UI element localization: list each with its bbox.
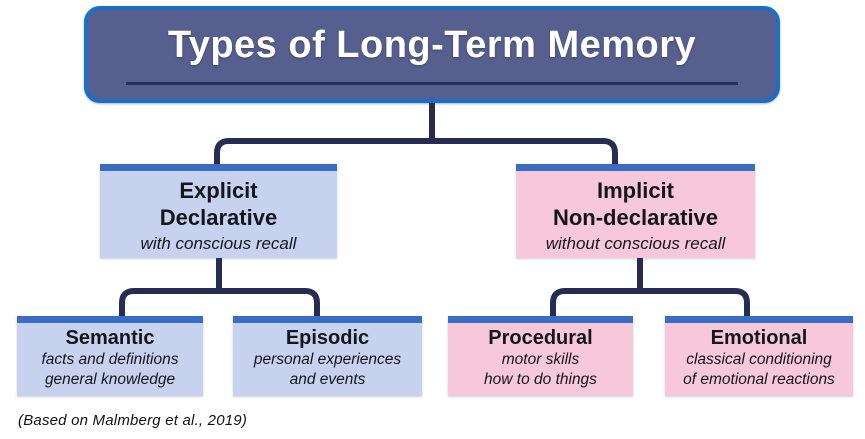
node-top-stripe (17, 316, 203, 323)
node-heading: Implicit (596, 178, 674, 203)
node-heading: Declarative (159, 205, 278, 230)
connector-title-to-branches (214, 101, 618, 166)
connector-explicit-to-leaves (119, 256, 320, 318)
node-description-line: of emotional reactions (683, 371, 835, 388)
node-semantic: Semantic facts and definitions general k… (17, 316, 203, 396)
node-explicit-declarative: Explicit Declarative with conscious reca… (100, 164, 337, 258)
diagram-title: Types of Long-Term Memory (167, 24, 697, 66)
node-subtitle: without conscious recall (545, 234, 726, 253)
source-caption: (Based on Malmberg et al., 2019) (18, 412, 248, 429)
node-description-line: facts and definitions (41, 351, 179, 368)
title-underline (126, 82, 738, 85)
node-description-line: classical conditioning (686, 351, 832, 368)
node-top-stripe (100, 164, 337, 171)
node-heading: Episodic (285, 327, 370, 349)
node-emotional: Emotional classical conditioning of emot… (665, 316, 853, 396)
node-episodic: Episodic personal experiences and events (233, 316, 422, 396)
node-top-stripe (516, 164, 755, 171)
node-heading: Procedural (488, 327, 593, 349)
node-top-stripe (233, 316, 422, 323)
node-description-line: how to do things (484, 371, 597, 388)
node-heading: Non-declarative (552, 205, 719, 230)
node-description-line: and events (289, 371, 366, 388)
node-procedural: Procedural motor skills how to do things (448, 316, 633, 396)
node-description-line: personal experiences (253, 351, 402, 368)
node-description-line: motor skills (501, 351, 580, 368)
node-top-stripe (665, 316, 853, 323)
node-implicit-nondeclarative: Implicit Non-declarative without conscio… (516, 164, 755, 258)
node-top-stripe (448, 316, 633, 323)
node-heading: Semantic (65, 327, 155, 349)
connector-implicit-to-leaves (550, 256, 750, 318)
node-subtitle: with conscious recall (140, 234, 297, 253)
node-description-line: general knowledge (44, 371, 176, 388)
node-heading: Explicit (179, 178, 258, 203)
node-heading: Emotional (710, 327, 808, 349)
root-node-title: Types of Long-Term Memory (84, 6, 780, 103)
